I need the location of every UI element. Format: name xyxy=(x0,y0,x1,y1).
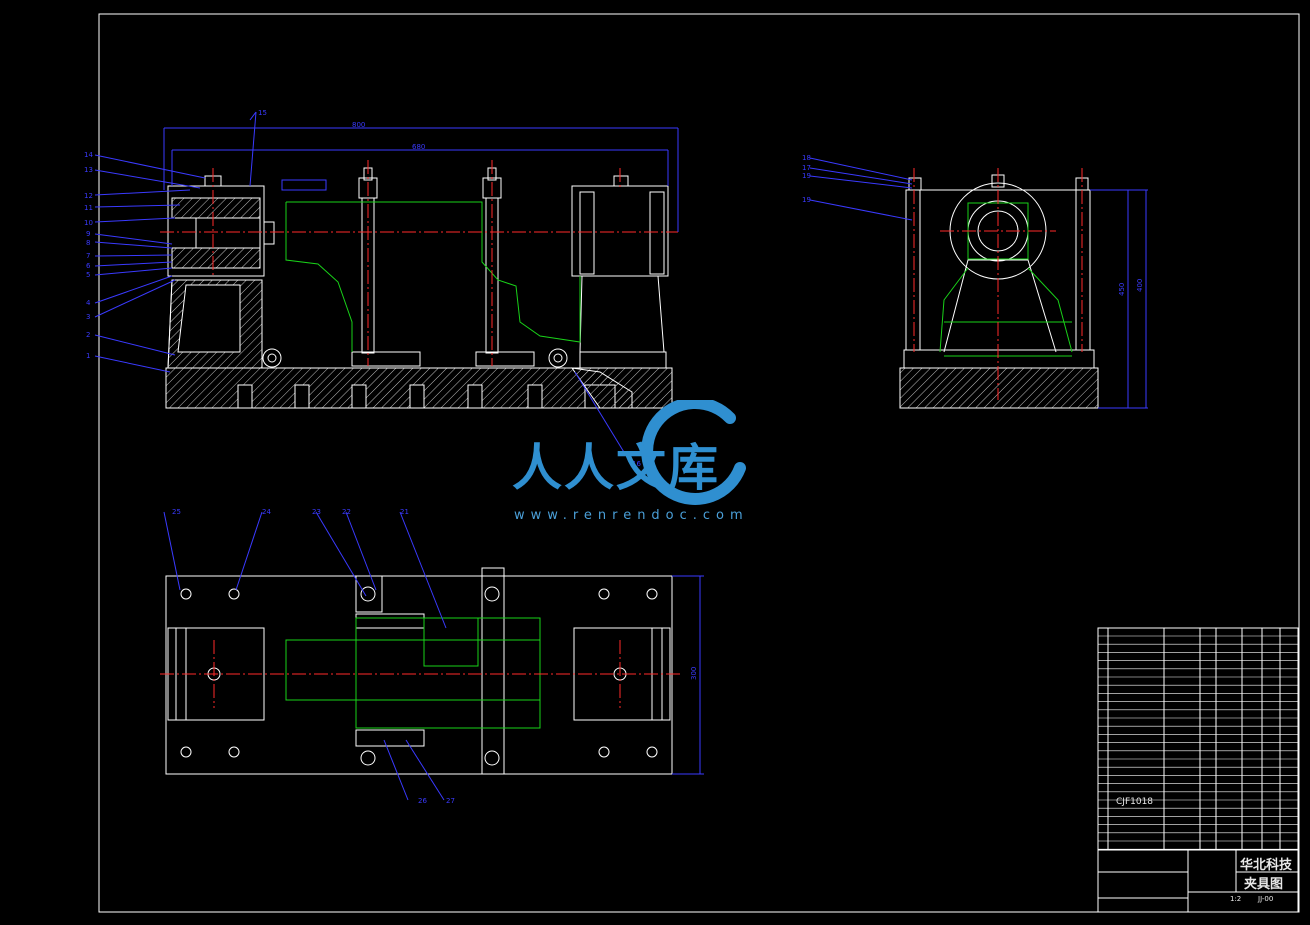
front-balloons: 14 13 12 11 10 9 8 7 6 5 4 3 2 1 xyxy=(84,151,93,360)
balloon-15: 15 xyxy=(258,109,267,117)
svg-text:3: 3 xyxy=(86,313,90,321)
titleblock-title: 夹具图 xyxy=(1244,877,1284,892)
svg-text:7: 7 xyxy=(86,252,90,260)
svg-text:22: 22 xyxy=(342,508,351,516)
svg-text:17: 17 xyxy=(802,164,811,172)
top-balloons: 25 24 23 22 21 26 27 xyxy=(172,508,455,805)
svg-text:18: 18 xyxy=(802,154,811,162)
side-workpiece-hidden xyxy=(939,202,1073,357)
svg-text:5: 5 xyxy=(86,271,90,279)
svg-text:2: 2 xyxy=(86,331,90,339)
front-centerlines xyxy=(160,160,678,366)
titleblock-drawing-no: JJ-00 xyxy=(1258,895,1274,903)
bom-code-label: CJF1018 xyxy=(1116,797,1154,807)
top-workpiece-hidden xyxy=(285,617,541,729)
front-view xyxy=(165,167,673,409)
titleblock-scale: 1:2 xyxy=(1230,895,1242,903)
dim-side-h1: 450 xyxy=(1118,283,1126,296)
svg-text:27: 27 xyxy=(446,797,455,805)
svg-text:21: 21 xyxy=(400,508,409,516)
svg-text:26: 26 xyxy=(418,797,427,805)
side-balloons: 18 17 19 19 xyxy=(802,154,811,204)
dim-front-total: 680 xyxy=(412,143,425,151)
front-dimensions xyxy=(163,111,679,232)
svg-text:14: 14 xyxy=(84,151,93,159)
balloon-16: 16 xyxy=(632,460,641,468)
svg-text:9: 9 xyxy=(86,230,90,238)
drawing-border xyxy=(98,13,1300,913)
svg-text:24: 24 xyxy=(262,508,271,516)
dim-front-overall: 800 xyxy=(352,121,365,129)
svg-text:19: 19 xyxy=(802,196,811,204)
svg-text:23: 23 xyxy=(312,508,321,516)
dim-side-h2: 400 xyxy=(1136,279,1144,292)
svg-text:25: 25 xyxy=(172,508,181,516)
side-centerlines xyxy=(913,168,1083,400)
top-dimensions xyxy=(163,511,704,801)
svg-text:6: 6 xyxy=(86,262,91,270)
top-centerlines xyxy=(160,640,682,708)
bom-rows xyxy=(1098,635,1298,850)
svg-text:4: 4 xyxy=(86,299,91,307)
title-block xyxy=(1097,849,1299,913)
watermark-url: www.renrendoc.com xyxy=(514,508,749,523)
svg-text:13: 13 xyxy=(84,166,93,174)
side-view xyxy=(899,174,1099,409)
top-view xyxy=(165,567,673,775)
watermark-text: 人人文库 xyxy=(512,439,720,497)
front-leaders xyxy=(94,154,631,463)
svg-text:8: 8 xyxy=(86,239,90,247)
top-bolts xyxy=(180,586,658,766)
titleblock-company: 华北科技 xyxy=(1240,858,1293,873)
dim-top-width: 300 xyxy=(690,667,698,680)
svg-text:11: 11 xyxy=(84,204,93,212)
front-workpiece-hidden xyxy=(285,201,581,352)
side-dimensions xyxy=(809,157,1148,409)
svg-text:12: 12 xyxy=(84,192,93,200)
svg-text:19: 19 xyxy=(802,172,811,180)
watermark-logo xyxy=(641,400,746,505)
svg-text:10: 10 xyxy=(84,219,93,227)
svg-text:1: 1 xyxy=(86,352,90,360)
